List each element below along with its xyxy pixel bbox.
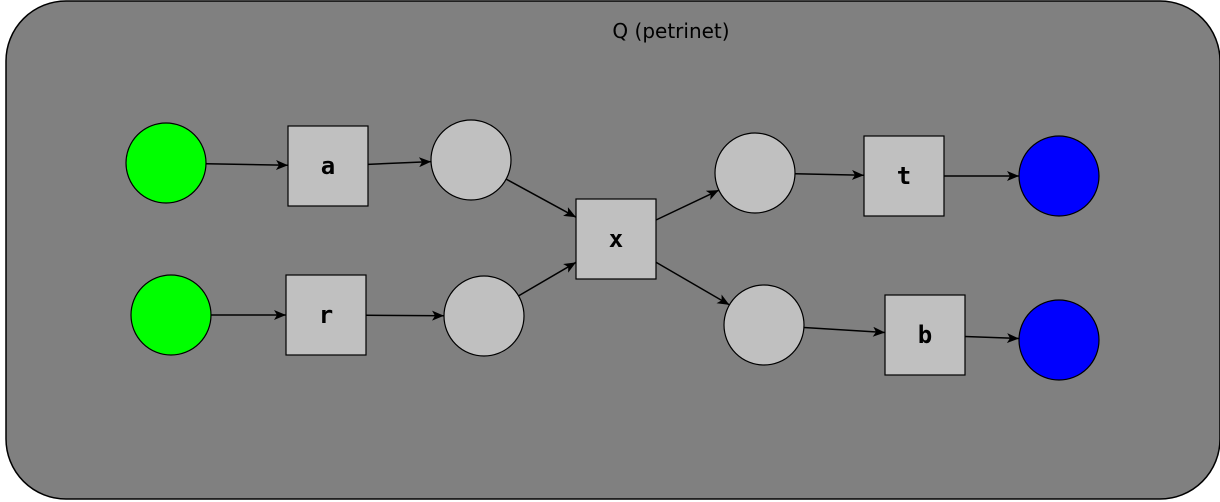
start-place [125,122,207,204]
transition-label: b [918,321,932,349]
arc-p_start_1-to-t_a [205,160,289,171]
transition-r: r [285,274,367,356]
nodes-layer: a r x t b [125,119,1100,381]
arc-p_x_out_1-to-t_t [794,169,865,180]
transition-box [863,135,945,217]
transition-t: t [863,135,945,217]
end-place [1018,299,1100,381]
start-place [130,274,212,356]
arc-t_b-to-p_end_2 [964,333,1020,344]
arc-p_r_out-to-t_x [518,261,577,297]
transition-box [287,125,369,207]
transition-box [575,198,657,280]
transition-label: t [897,162,911,190]
transition-a: a [287,125,369,207]
transition-box [285,274,367,356]
transition-b: b [884,294,966,376]
inner-place [430,119,512,201]
diagram-title: Q (petrinet) [612,19,729,43]
inner-place [723,284,805,366]
end-place [1018,135,1100,217]
transition-label: r [319,301,333,329]
transition-label: a [321,152,335,180]
arcs-layer [205,157,1020,344]
arc-t_a-to-p_a_out [367,157,432,168]
inner-place [714,132,796,214]
arc-t_x-to-p_x_out_2 [655,261,730,306]
inner-place [443,275,525,357]
transition-x: x [575,198,657,280]
arc-p_a_out-to-t_x [505,178,577,218]
arc-p_x_out_2-to-t_b [803,326,886,337]
transition-box [884,294,966,376]
arc-t_x-to-p_x_out_1 [655,189,720,221]
transition-label: x [609,225,623,253]
